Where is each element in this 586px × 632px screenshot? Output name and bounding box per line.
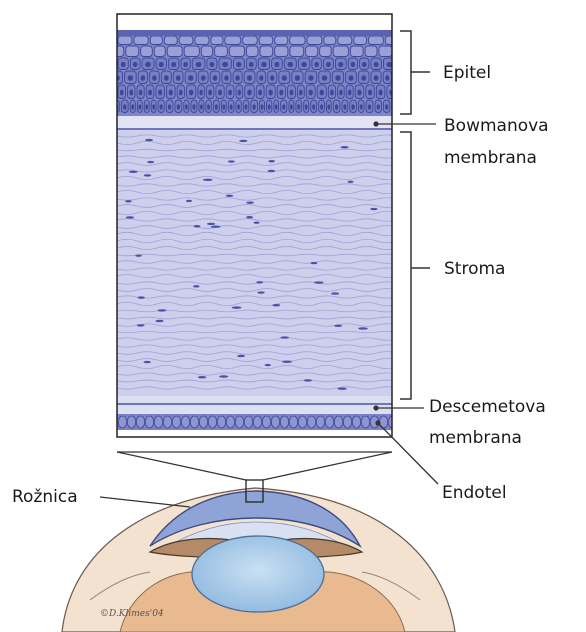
- lens: [192, 536, 324, 612]
- descemet-pointer-dot: [373, 405, 378, 410]
- roznica-pointer: [100, 497, 190, 507]
- label-descemet-line2: membrana: [429, 428, 522, 448]
- endothelium-cells: [118, 416, 396, 428]
- label-bowman-line1: Bowmanova: [444, 116, 549, 136]
- label-roznica: Rožnica: [12, 487, 78, 507]
- layer-brackets: [400, 31, 430, 399]
- descemet-membrane-layer: [117, 396, 392, 414]
- label-endotel: Endotel: [442, 483, 507, 503]
- illustration-credit: ©D.Klimes'04: [100, 609, 164, 619]
- bowman-pointer-dot: [373, 121, 378, 126]
- label-stroma: Stroma: [444, 259, 505, 279]
- label-descemet-line1: Descemetova: [429, 397, 546, 417]
- label-bowman-line2: membrana: [444, 148, 537, 168]
- endotel-pointer-dot: [375, 420, 380, 425]
- epithelium-cells: [111, 30, 398, 113]
- stroma-bracket: [400, 132, 430, 399]
- zoom-connector: [117, 452, 392, 480]
- magnified-cross-section: [111, 14, 398, 437]
- label-epitel: Epitel: [443, 63, 491, 83]
- bowman-membrane-layer: [117, 116, 392, 130]
- eye-illustration: ©D.Klimes'04: [62, 480, 455, 632]
- epitel-bracket: [400, 31, 430, 114]
